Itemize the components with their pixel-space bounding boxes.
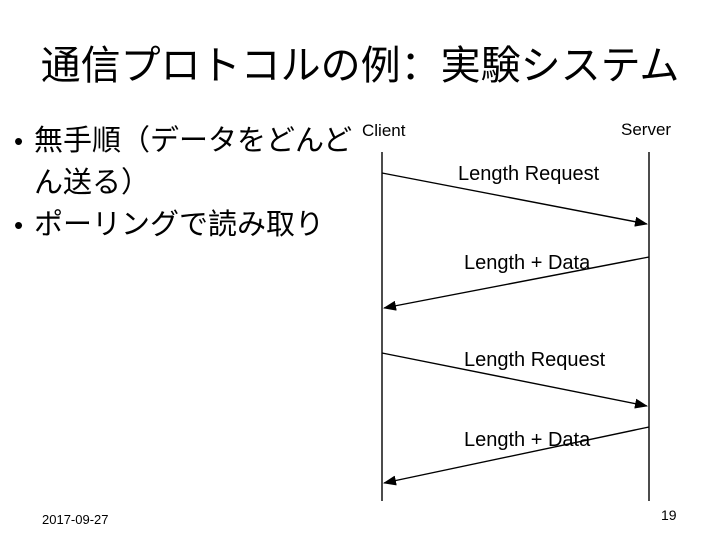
sequence-diagram: Client Server Length Request Length + Da…	[350, 115, 720, 515]
list-item: • ポーリングで読み取り	[14, 204, 359, 246]
page-number: 19	[661, 507, 677, 523]
bullet-text: ポーリングで読み取り	[34, 209, 325, 241]
message-label: Length + Data	[464, 429, 591, 451]
message-label: Length + Data	[464, 252, 591, 274]
bullet-list: • 無手順（データをどんど ん送る） • ポーリングで読み取り	[14, 120, 359, 246]
message-label: Length Request	[464, 349, 606, 371]
message-arrow-length-data-1	[383, 256, 650, 311]
client-label: Client	[362, 121, 406, 140]
slide-title: 通信プロトコルの例：実験システム	[40, 44, 680, 88]
message-arrow-length-request-2	[381, 352, 648, 409]
message-arrow-length-data-2	[383, 426, 650, 486]
bullet-icon: •	[14, 126, 24, 156]
message-arrow-length-request-1	[381, 172, 648, 227]
bullet-icon: •	[14, 210, 24, 240]
list-item: • 無手順（データをどんど ん送る）	[14, 120, 359, 204]
bullet-text: 無手順（データをどんど ん送る）	[34, 125, 353, 199]
sequence-diagram-canvas: Client Server Length Request Length + Da…	[362, 120, 671, 501]
slide-date: 2017-09-27	[42, 512, 109, 527]
server-label: Server	[621, 120, 671, 139]
message-label: Length Request	[458, 163, 600, 185]
